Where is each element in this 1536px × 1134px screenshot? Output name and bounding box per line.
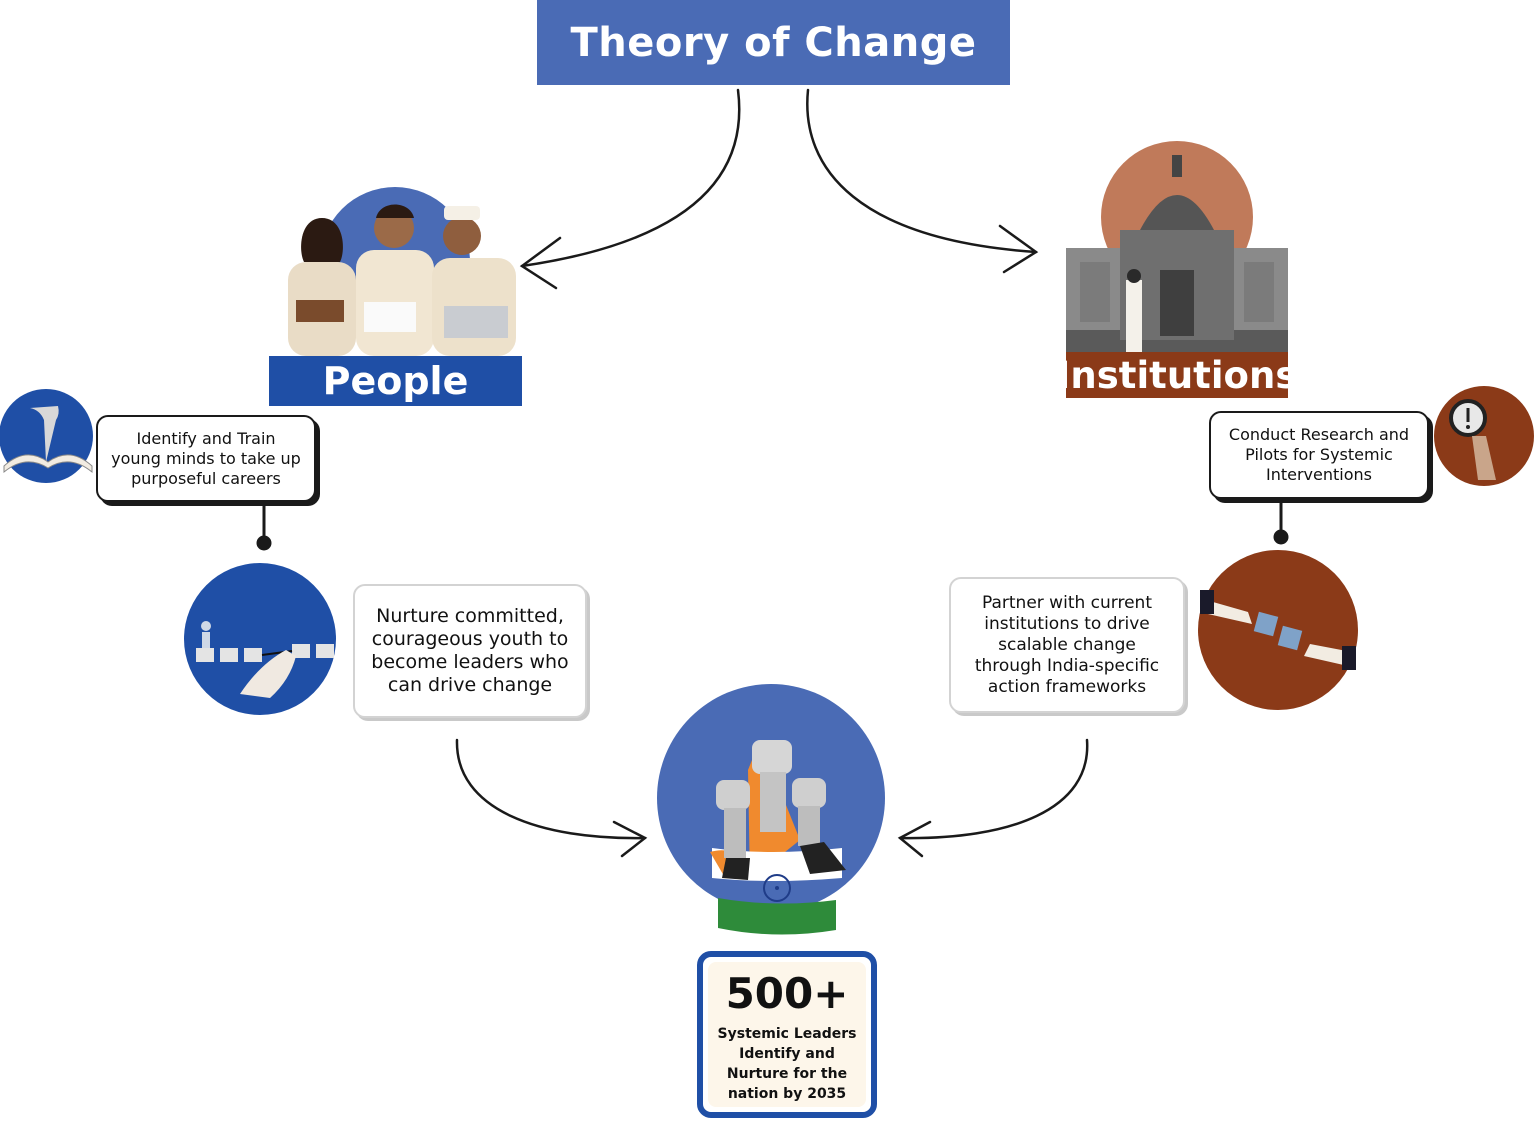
india-fists-image	[657, 684, 885, 935]
goal-number: 500+	[725, 969, 849, 1018]
magnifier-icon	[1434, 386, 1534, 486]
goal-card: 500+ Systemic Leaders Identify and Nurtu…	[697, 951, 877, 1118]
research-pilots-note: Conduct Research and Pilots for Systemic…	[1209, 411, 1429, 499]
arrow-institutions-to-goal	[897, 738, 1089, 858]
nurture-youth-text: Nurture committed, courageous youth to b…	[371, 605, 569, 696]
steps-icon	[184, 563, 336, 715]
connector-right	[1273, 501, 1289, 545]
identify-train-note: Identify and Train young minds to take u…	[96, 415, 316, 502]
institutions-label: Institutions	[1056, 352, 1298, 398]
book-hand-icon	[0, 389, 93, 483]
arrow-people-to-goal	[455, 738, 648, 858]
puzzle-icon	[1198, 550, 1358, 710]
connector-left	[256, 504, 272, 551]
goal-description: Systemic Leaders Identify and Nurture fo…	[717, 1026, 857, 1102]
page-title: Theory of Change	[570, 19, 977, 66]
partner-institutions-bubble: Partner with current institutions to dri…	[949, 577, 1185, 713]
nurture-youth-bubble: Nurture committed, courageous youth to b…	[353, 584, 587, 718]
partner-institutions-text: Partner with current institutions to dri…	[974, 592, 1160, 697]
goal-card-inner: 500+ Systemic Leaders Identify and Nurtu…	[708, 962, 866, 1107]
institutions-image	[1066, 141, 1288, 354]
people-label: People	[269, 356, 522, 406]
arrow-to-institutions	[806, 88, 1039, 274]
people-image	[288, 187, 516, 356]
research-pilots-text: Conduct Research and Pilots for Systemic…	[1228, 425, 1410, 484]
title-banner: Theory of Change	[537, 0, 1010, 85]
arrow-to-people	[519, 88, 741, 290]
identify-train-text: Identify and Train young minds to take u…	[111, 428, 301, 488]
